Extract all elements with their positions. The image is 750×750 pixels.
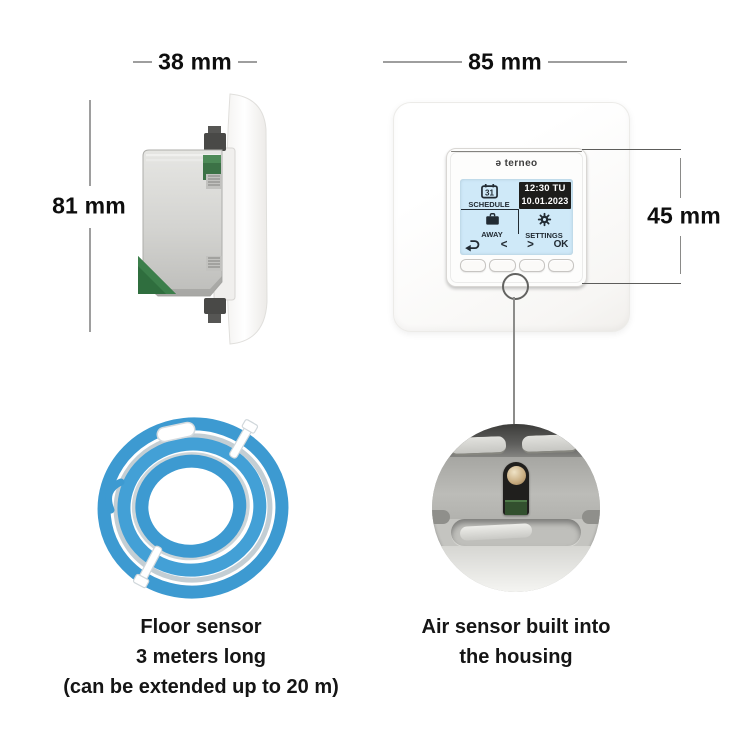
clock-panel: 12:30 TU 10.01.2023 bbox=[519, 182, 571, 209]
cable-tie-bottom bbox=[132, 545, 163, 589]
side-bottom-clip bbox=[208, 314, 221, 323]
device-button-2 bbox=[489, 259, 516, 272]
side-top-latch bbox=[204, 133, 226, 151]
thermostat-screen: 31 SCHEDULE 12:30 TU 10.01.2023 AWAY bbox=[460, 179, 573, 255]
side-ridge bbox=[146, 164, 220, 167]
front-width-label: 85 mm bbox=[468, 48, 542, 75]
side-height-line-top bbox=[89, 100, 91, 186]
screen-divider-vertical bbox=[518, 209, 519, 234]
air-sensor-caption-line1: Air sensor built into bbox=[421, 616, 611, 638]
housing-notch-left bbox=[432, 510, 450, 524]
module-height-leader-top bbox=[582, 149, 681, 151]
briefcase-icon bbox=[485, 213, 499, 225]
cable-end bbox=[105, 478, 125, 514]
dim-dash-right bbox=[238, 61, 257, 63]
calendar-icon: 31 bbox=[481, 184, 498, 199]
air-sensor-image bbox=[432, 424, 600, 592]
chevron-left-icon: < bbox=[500, 238, 508, 251]
side-ridge bbox=[146, 159, 220, 162]
away-label: AWAY bbox=[481, 230, 503, 239]
settings-menu-item: SETTINGS bbox=[520, 212, 568, 240]
gear-icon bbox=[537, 212, 551, 227]
date-display: 10.01.2023 bbox=[521, 196, 569, 206]
button-underside-left bbox=[449, 436, 507, 456]
button-underside-right bbox=[521, 434, 579, 454]
module-height-line-bottom bbox=[680, 236, 682, 274]
floor-sensor-caption-line3: (can be extended up to 20 m) bbox=[63, 676, 339, 698]
air-sensor-slot bbox=[503, 462, 529, 515]
front-width-line-left bbox=[383, 61, 462, 63]
away-menu-item: AWAY bbox=[468, 212, 516, 239]
side-height-label: 81 mm bbox=[52, 192, 126, 219]
side-height-line-bottom bbox=[89, 228, 91, 332]
screen-divider-horizontal bbox=[461, 209, 519, 210]
time-display: 12:30 TU bbox=[524, 183, 566, 194]
settings-label: SETTINGS bbox=[525, 231, 563, 240]
ok-label: OK bbox=[553, 239, 569, 250]
thermostat-side-view-image bbox=[138, 93, 268, 345]
sensor-pcb bbox=[505, 500, 527, 515]
device-button-3 bbox=[518, 259, 545, 272]
side-top-clip bbox=[208, 126, 221, 136]
floor-sensor-caption-line1: Floor sensor bbox=[140, 616, 262, 638]
calendar-day: 31 bbox=[485, 188, 494, 197]
module-height-label: 45 mm bbox=[647, 202, 721, 229]
cable-coil bbox=[97, 417, 289, 599]
side-bottom-latch bbox=[204, 298, 226, 314]
air-sensor-caption-line2: the housing bbox=[459, 646, 573, 668]
side-ribbed-tab bbox=[206, 174, 222, 189]
callout-circle bbox=[502, 273, 529, 300]
thermostat-side-view bbox=[118, 88, 276, 355]
callout-line bbox=[513, 297, 515, 428]
air-sensor-bulb bbox=[506, 466, 526, 485]
schedule-label: SCHEDULE bbox=[468, 200, 510, 209]
side-body bbox=[142, 149, 223, 297]
module-height-leader-bottom bbox=[582, 283, 681, 285]
front-width-line-right bbox=[548, 61, 627, 63]
device-button-row bbox=[460, 259, 574, 272]
housing-recess bbox=[451, 519, 581, 546]
screen-nav-row: < > OK bbox=[464, 237, 568, 252]
floor-sensor-image bbox=[97, 417, 289, 599]
cable-sleeve bbox=[156, 421, 196, 443]
side-width-label: 38 mm bbox=[158, 48, 232, 75]
wall-plate: ә terneo 31 SCHEDULE 12:30 TU 10.01.2023 bbox=[393, 102, 630, 332]
housing-bottom bbox=[432, 546, 600, 592]
side-terminal-green-bottom-face bbox=[138, 256, 176, 294]
cable-tie-top bbox=[229, 419, 259, 459]
back-icon bbox=[465, 239, 480, 251]
thermostat-module: ә terneo 31 SCHEDULE 12:30 TU 10.01.2023 bbox=[446, 148, 587, 287]
device-button-4 bbox=[547, 259, 574, 272]
air-sensor-caption: Air sensor built into the housing bbox=[422, 612, 611, 672]
side-terminal-green-top-face bbox=[203, 155, 221, 163]
brand-logo: ә terneo bbox=[495, 158, 538, 169]
chevron-right-icon: > bbox=[527, 238, 534, 251]
floor-sensor-caption-line2: 3 meters long bbox=[135, 646, 267, 668]
module-height-line-top bbox=[680, 158, 682, 198]
floor-sensor-caption: Floor sensor 3 meters long (can be exten… bbox=[63, 612, 339, 702]
housing-notch-right bbox=[582, 510, 600, 524]
side-ribbed-tab bbox=[206, 256, 222, 271]
recess-highlight bbox=[459, 523, 533, 541]
side-ridge bbox=[146, 154, 220, 157]
dim-dash-left bbox=[133, 61, 152, 63]
device-button-1 bbox=[460, 259, 487, 272]
